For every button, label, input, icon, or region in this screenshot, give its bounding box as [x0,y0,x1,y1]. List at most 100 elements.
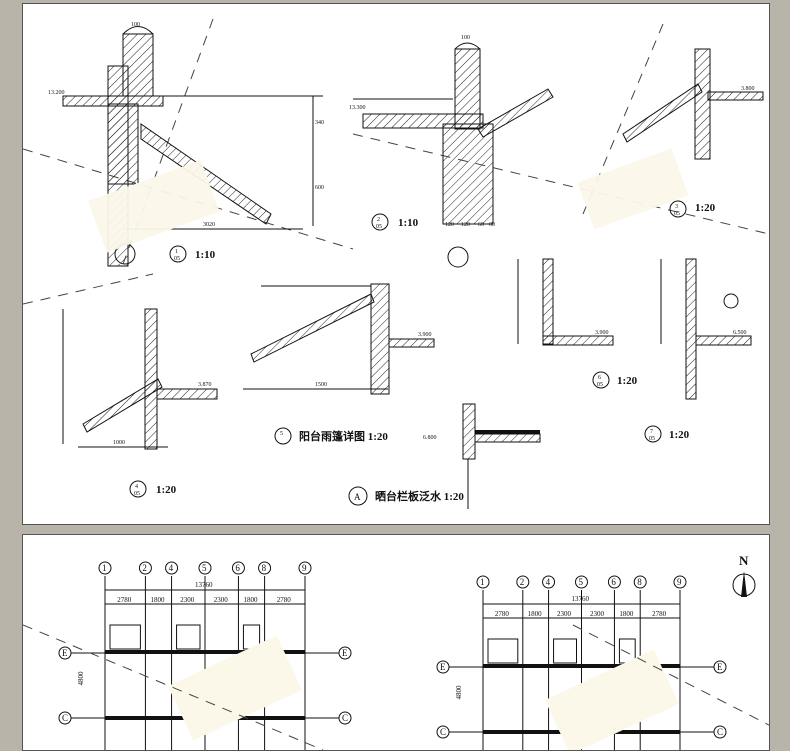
row-dimension: 4800 [77,671,85,686]
row-bubble [338,646,352,660]
watermark-patch [577,148,689,230]
detail-marker [274,427,292,445]
elevation-label: 3.900 [418,332,432,338]
dash-line [23,624,324,750]
detail-marker [129,480,147,498]
dim-label: 100 [131,22,140,28]
axis-bubble [607,575,621,589]
detail-scale: 1:20 [156,484,177,496]
row-bubble [436,660,450,674]
dim-label: 60 [478,222,484,228]
span-dimension: 2780 [277,596,292,604]
row-bubble [713,660,727,674]
detail-marker [169,245,187,263]
dim-label: 1500 [315,382,327,388]
wall [483,664,680,668]
axis-bubble [165,561,179,575]
detail-title: 晒台栏板泛水 1:20 [375,489,464,503]
row-bubble [58,646,72,660]
detail-7: 6.500 7 05 1:20 [644,258,752,443]
axis-label: 8 [262,563,267,573]
axis-bubble [138,561,152,575]
watermark-patch [544,649,680,750]
axis-label: 4 [546,577,551,587]
detail-number: 1 [175,249,178,255]
detail-number: A [354,492,361,502]
dim-label: 120 [445,222,454,228]
axis-label: 5 [579,577,584,587]
detail-2: 100 13.300 120 120 60 60 2 05 1:10 [349,35,554,268]
row-label: C [717,727,723,737]
detail-scale: 1:20 [617,375,638,387]
detail-3: 3.800 3 05 1:20 [622,48,764,218]
detail-marker [669,200,687,218]
elevation-label: 3.900 [595,330,609,336]
span-dimension: 1800 [150,596,165,604]
axis-bubble [258,561,272,575]
detail-sheet: 05 [674,211,680,217]
dash-line [572,624,769,726]
span-dimension: 1800 [244,596,259,604]
detail-1: 100 13.200 340 600 3020 1 05 1:10 [48,22,324,267]
wall [105,650,305,654]
detail-A: 6.800 A 晒台栏板泛水 1:20 [348,403,541,509]
balcony [109,624,141,650]
total-dimension: 13760 [195,581,213,589]
axis-label: 6 [611,577,616,587]
dim-label: 100 [461,35,470,41]
elevation-label: 13.300 [349,105,366,111]
axis-label: 1 [102,563,107,573]
elevation-label: 6.800 [423,435,437,441]
axis-bubble [542,575,556,589]
detail-scale: 1:20 [695,202,716,214]
detail-number: 5 [280,431,283,437]
axis-bubble [198,561,212,575]
span-dimension: 2780 [117,596,132,604]
span-dimension: 1800 [619,610,634,618]
axis-label: 2 [142,563,147,573]
elevation-label: 3.870 [198,382,212,388]
span-dimension: 2300 [214,596,229,604]
detail-scale: 1:20 [669,429,690,441]
detail-number: 3 [675,204,678,210]
dim-label: 120 [461,222,470,228]
detail-sheet: 05 [376,224,382,230]
balcony [553,638,578,664]
span-dimension: 2300 [180,596,195,604]
detail-scale: 1:10 [195,249,216,261]
axis-label: 9 [302,563,307,573]
row-label: E [342,648,348,658]
span-dimension: 2300 [557,610,572,618]
axis-bubble [673,575,687,589]
span-dimension: 2780 [495,610,510,618]
dim-label: 600 [315,185,324,191]
detail-scale: 1:10 [398,217,419,229]
balcony [176,624,201,650]
axis-label: 6 [235,563,240,573]
row-label: E [717,662,723,672]
span-dimension: 1800 [528,610,543,618]
detail-drawings: 100 13.200 340 600 3020 1 05 1:10 100 13… [23,18,769,509]
dim-label: 60 [489,222,495,228]
row-label: C [342,713,348,723]
axis-label: 5 [202,563,207,573]
elevation-label: 6.500 [733,330,747,336]
detail-sheet: 05 [597,382,603,388]
detail-drawing-sheet: 100 13.200 340 600 3020 1 05 1:10 100 13… [22,3,770,525]
row-label: C [62,713,68,723]
detail-6: 3.900 6 05 1:20 [517,258,638,389]
total-dimension: 13760 [572,595,590,603]
dim-label: 3020 [203,222,215,228]
axis-bubble [633,575,647,589]
axis-bubble [516,575,530,589]
axis-label: 8 [637,577,642,587]
balcony [487,638,519,664]
row-bubble [58,711,72,725]
span-dimension: 2300 [590,610,605,618]
north-arrow-icon [741,571,747,597]
row-bubble [436,725,450,739]
elevation-label: 3.800 [741,86,755,92]
detail-number: 7 [650,429,653,435]
detail-marker [371,213,389,231]
